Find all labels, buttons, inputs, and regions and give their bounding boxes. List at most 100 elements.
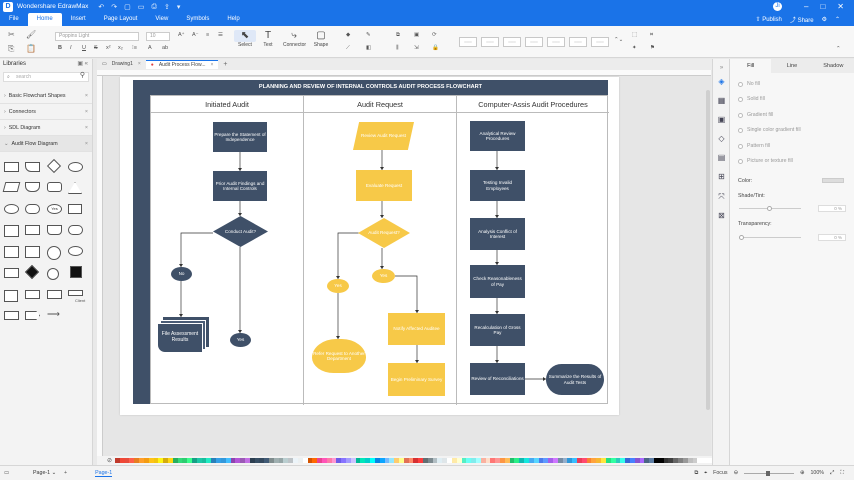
layers-icon[interactable]: ◇ [718, 134, 725, 143]
print-icon[interactable]: ⎙ [151, 2, 158, 10]
palette-swatch[interactable] [629, 458, 635, 463]
palette-swatch[interactable] [143, 458, 149, 463]
menu-help[interactable]: Help [227, 16, 240, 22]
format-painter-icon[interactable]: 🖌 [26, 30, 37, 39]
close-library-icon[interactable]: × [84, 125, 88, 131]
fit-page-icon[interactable]: ⤢ [830, 469, 835, 476]
expand-panel-icon[interactable]: » [719, 65, 724, 71]
node-conduct-audit[interactable]: Conduct Audit? [213, 216, 268, 247]
palette-swatch[interactable] [490, 458, 496, 463]
palette-swatch[interactable] [509, 458, 515, 463]
node-file-assessment[interactable]: File Assessment Results [157, 317, 210, 355]
palette-swatch[interactable] [321, 458, 327, 463]
palette-swatch[interactable] [678, 458, 683, 463]
transparency-slider-knob[interactable] [739, 235, 744, 240]
node-prepare-statement[interactable]: Prepare the Statement of Independence [213, 122, 267, 152]
shape-page[interactable] [4, 290, 18, 302]
palette-swatch[interactable] [293, 458, 298, 463]
palette-swatch[interactable] [596, 458, 602, 463]
share-button[interactable]: ⤴ Share [789, 18, 814, 24]
palette-swatch[interactable] [418, 458, 424, 463]
palette-swatch[interactable] [341, 458, 347, 463]
add-page-icon[interactable]: + [64, 470, 68, 476]
palette-swatch[interactable] [297, 458, 303, 463]
option-no-fill[interactable]: No fill [738, 81, 760, 87]
palette-swatch[interactable] [249, 458, 255, 463]
palette-swatch[interactable] [283, 458, 289, 463]
node-begin-survey[interactable]: Begin Preliminary Survey [388, 363, 445, 396]
palette-swatch[interactable] [403, 458, 409, 463]
palette-swatch[interactable] [326, 458, 332, 463]
attachment-icon[interactable]: ⊠ [718, 211, 725, 220]
palette-swatch[interactable] [317, 458, 322, 463]
select-tool[interactable]: ⬉ Select [234, 30, 256, 48]
shade-slider-knob[interactable] [767, 206, 772, 211]
zoom-slider-knob[interactable] [766, 470, 771, 476]
connector-tool[interactable]: ⤷ Connector [283, 30, 306, 48]
maximize-icon[interactable]: □ [820, 2, 826, 11]
palette-swatch[interactable] [519, 458, 525, 463]
palette-swatch[interactable] [148, 458, 154, 463]
palette-swatch[interactable] [187, 458, 193, 463]
palette-swatch[interactable] [514, 458, 520, 463]
palette-swatch[interactable] [538, 458, 544, 463]
palette-swatch[interactable] [461, 458, 467, 463]
close-icon[interactable]: ✕ [837, 2, 844, 11]
palette-swatch[interactable] [447, 458, 452, 463]
close-library-icon[interactable]: × [84, 93, 88, 99]
doc-tab-audit-process[interactable]: ● Audit Process Flow... × [145, 60, 219, 69]
palette-swatch[interactable] [673, 458, 679, 463]
palette-swatch[interactable] [524, 458, 529, 463]
option-pattern-fill[interactable]: Pattern fill [738, 143, 770, 149]
palette-swatch[interactable] [192, 458, 197, 463]
publish-button[interactable]: ⇧ Publish [755, 17, 782, 23]
palette-swatch[interactable] [567, 458, 573, 463]
node-reconciliations[interactable]: Review of Reconciliations [470, 363, 525, 395]
group-icon[interactable]: ▣ [414, 32, 420, 38]
option-gradient-fill[interactable]: Gradient fill [738, 112, 773, 118]
shape-database[interactable] [68, 225, 83, 235]
palette-swatch[interactable] [244, 458, 250, 463]
palette-swatch[interactable] [240, 458, 245, 463]
shape-pill[interactable] [25, 204, 40, 214]
shape-oval[interactable] [4, 204, 19, 214]
shape-tape[interactable] [4, 268, 19, 278]
rotate-icon[interactable]: ⟳ [432, 32, 437, 38]
page-icon[interactable]: ▤ [717, 153, 726, 162]
node-analytical-review[interactable]: Analytical Review Procedures [470, 121, 525, 151]
style-swatch-1[interactable]: ═══ [459, 37, 477, 47]
palette-swatch[interactable] [230, 458, 236, 463]
crop-icon[interactable]: ⌗ [650, 32, 654, 38]
palette-swatch[interactable] [163, 458, 168, 463]
shape-connector[interactable] [47, 268, 59, 280]
shape-manual-op[interactable] [25, 182, 40, 192]
node-yes-2[interactable]: Yes [327, 279, 349, 293]
collapse-panel-icon[interactable]: « [84, 61, 88, 67]
palette-swatch[interactable] [620, 458, 626, 463]
node-audit-request-decision[interactable]: Audit Request? [358, 218, 410, 248]
palette-swatch[interactable] [235, 458, 241, 463]
palette-swatch[interactable] [427, 458, 433, 463]
palette-swatch[interactable] [302, 458, 308, 463]
node-no[interactable]: No [171, 267, 192, 281]
palette-swatch[interactable] [278, 458, 284, 463]
shape-card[interactable] [25, 225, 40, 235]
palette-swatch[interactable] [153, 458, 159, 463]
undo-icon[interactable]: ↶ [98, 3, 105, 11]
palette-swatch[interactable] [581, 458, 587, 463]
zoom-slider[interactable] [744, 470, 795, 476]
palette-swatch[interactable] [480, 458, 486, 463]
lane-header-caap[interactable]: Computer-Assis Audit Procedures [457, 96, 609, 113]
zoom-in-icon[interactable]: ⊕ [800, 470, 805, 476]
node-notify-auditee[interactable]: Notify Affected Auditee [388, 313, 445, 345]
palette-swatch[interactable] [533, 458, 539, 463]
close-library-icon[interactable]: × [84, 141, 88, 147]
palette-swatch[interactable] [336, 458, 342, 463]
collapse-ribbon-icon[interactable]: ⌃ [834, 17, 840, 23]
palette-swatch[interactable] [475, 458, 481, 463]
palette-swatch[interactable] [466, 458, 472, 463]
palette-swatch[interactable] [702, 458, 707, 463]
palette-swatch[interactable] [437, 458, 443, 463]
lane-header-request[interactable]: Audit Request [304, 96, 456, 113]
palette-swatch[interactable] [682, 458, 688, 463]
